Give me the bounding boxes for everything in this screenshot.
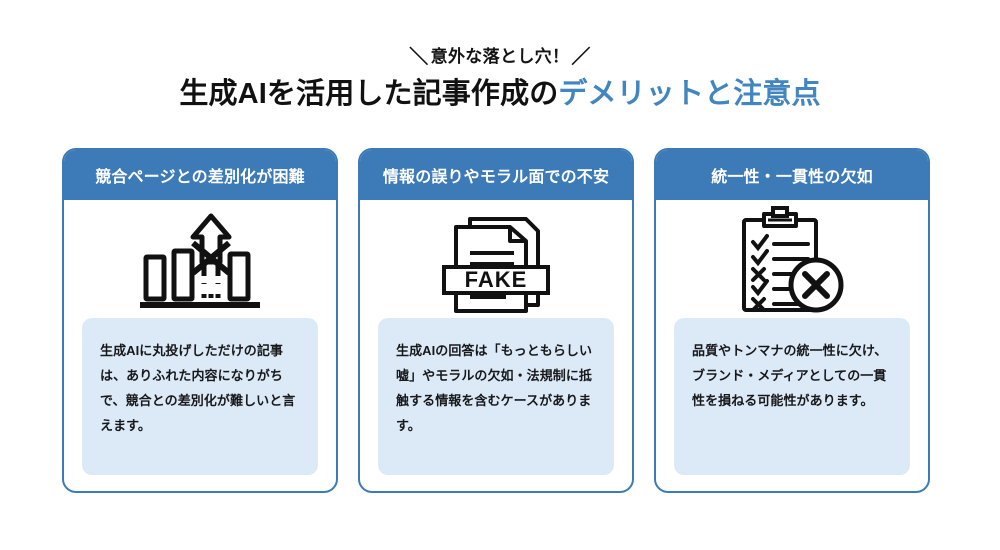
page-title: 生成AIを活用した記事作成のデメリットと注意点 [0,76,1000,112]
card-body-text: 生成AIの回答は「もっともらしい嘘」やモラルの欠如・法規制に抵触する情報を含むケ… [396,343,593,433]
checklist-rejected-icon [656,200,928,318]
card-header-label: 統一性・一貫性の欠如 [656,150,928,200]
heading-kicker: ＼ 意外な落とし穴！ ／ [409,46,590,69]
bar-chart-blocked-growth-icon [64,200,336,318]
kicker-slash-right-icon: ／ [571,47,591,68]
svg-text:FAKE: FAKE [465,267,528,292]
card-header-label: 情報の誤りやモラル面での不安 [360,150,632,200]
card-misinformation: 情報の誤りやモラル面での不安 FAKE 生成 [358,148,634,493]
card-body: 生成AIに丸投げしただけの記事は、ありふれた内容になりがちで、競合との差別化が難… [82,318,318,475]
card-body-text: 生成AIに丸投げしただけの記事は、ありふれた内容になりがちで、競合との差別化が難… [100,343,296,433]
page-heading: ＼ 意外な落とし穴！ ／ 生成AIを活用した記事作成のデメリットと注意点 [0,46,1000,112]
card-differentiation: 競合ページとの差別化が困難 [62,148,338,493]
page-title-accent: デメリットと注意点 [558,77,821,110]
card-body: 生成AIの回答は「もっともらしい嘘」やモラルの欠如・法規制に抵触する情報を含むケ… [378,318,614,475]
kicker-label: 意外な落とし穴！ [430,47,570,67]
page-title-main: 生成AIを活用した記事作成の [179,77,559,110]
kicker-slash-left-icon: ＼ [409,47,429,68]
card-inconsistency: 統一性・一貫性の欠如 [654,148,930,493]
fake-document-icon: FAKE [360,200,632,318]
card-body: 品質やトンマナの統一性に欠け、ブランド・メディアとしての一貫性を損ねる可能性があ… [674,318,910,475]
card-header-label: 競合ページとの差別化が困難 [64,150,336,200]
card-body-text: 品質やトンマナの統一性に欠け、ブランド・メディアとしての一貫性を損ねる可能性があ… [692,343,888,408]
card-list: 競合ページとの差別化が困難 [62,148,938,493]
